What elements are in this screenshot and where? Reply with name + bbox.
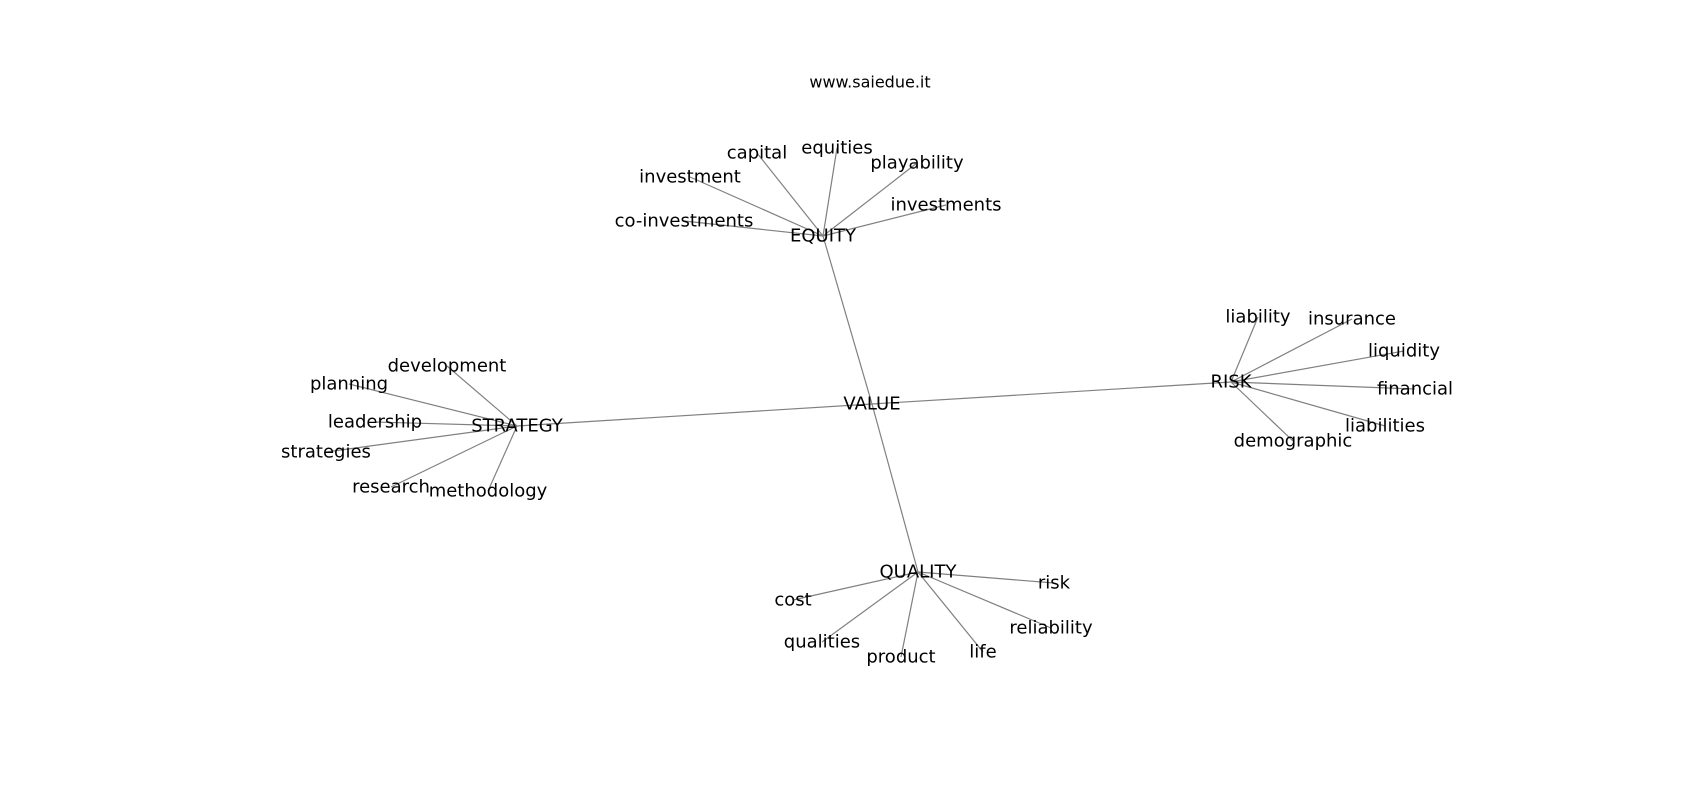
node-equity-investment: investment [639, 167, 741, 188]
edge-value-risk [871, 381, 1232, 405]
edge-strategy-strategies [325, 425, 518, 453]
node-equity: EQUITY [790, 226, 857, 247]
graph-labels: www.saiedue.it VALUE EQUITY capital equitie… [281, 73, 1453, 668]
edge-value-strategy [516, 403, 873, 427]
edge-strategy-methodology [487, 425, 518, 492]
node-strategy-leadership: leadership [328, 412, 422, 433]
node-value: VALUE [843, 394, 900, 415]
node-risk-liability: liability [1225, 307, 1291, 328]
node-strategy-research: research [352, 477, 430, 498]
node-strategy-methodology: methodology [429, 481, 548, 502]
node-quality-product: product [866, 647, 935, 668]
node-quality-life: life [969, 642, 996, 663]
edge-risk-liability [1230, 316, 1259, 383]
node-risk-liabilities: liabilities [1345, 416, 1425, 437]
edge-value-quality [871, 403, 919, 573]
edge-equity-investment [689, 176, 824, 237]
node-risk-demographic: demographic [1234, 431, 1353, 452]
edge-equity-co-investments [683, 220, 824, 237]
site-watermark: www.saiedue.it [809, 73, 930, 92]
edge-equity-equities [822, 147, 838, 237]
node-quality-qualities: qualities [784, 632, 860, 653]
node-strategy: STRATEGY [471, 416, 564, 437]
edge-equity-investments [822, 204, 947, 237]
edge-risk-financial [1230, 381, 1416, 390]
edge-risk-liabilities [1230, 381, 1386, 427]
edge-risk-liquidity [1230, 350, 1405, 383]
node-quality-cost: cost [774, 590, 811, 611]
node-equity-equities: equities [801, 138, 872, 159]
node-risk-liquidity: liquidity [1368, 341, 1440, 362]
edge-quality-qualities [821, 571, 919, 643]
edge-value-equity [822, 235, 873, 405]
edge-quality-risk-term [917, 571, 1055, 584]
edge-strategy-leadership [374, 421, 518, 427]
node-quality-risk-term: risk [1038, 573, 1071, 594]
edge-quality-cost [792, 571, 919, 601]
node-equity-capital: capital [727, 143, 787, 164]
edge-equity-playability [822, 162, 918, 237]
edge-strategy-planning [348, 383, 518, 427]
node-quality: QUALITY [880, 562, 958, 583]
node-strategy-planning: planning [310, 374, 388, 395]
edge-quality-life [917, 571, 984, 653]
node-equity-co-investments: co-investments [615, 211, 754, 232]
edge-strategy-development [446, 365, 518, 427]
edge-risk-demographic [1230, 381, 1294, 442]
node-equity-playability: playability [870, 153, 964, 174]
edge-quality-reliability [917, 571, 1052, 629]
node-strategy-development: development [388, 356, 507, 377]
node-strategy-strategies: strategies [281, 442, 371, 463]
edge-strategy-research [390, 425, 518, 488]
node-quality-reliability: reliability [1009, 618, 1093, 639]
edge-equity-capital [756, 152, 824, 237]
node-equity-investments: investments [890, 195, 1001, 216]
edge-quality-product [900, 571, 919, 658]
graph-edges [325, 147, 1416, 658]
node-risk-insurance: insurance [1308, 309, 1396, 330]
edge-risk-insurance [1230, 318, 1353, 383]
node-risk-financial: financial [1377, 379, 1453, 400]
node-risk: RISK [1210, 372, 1252, 393]
